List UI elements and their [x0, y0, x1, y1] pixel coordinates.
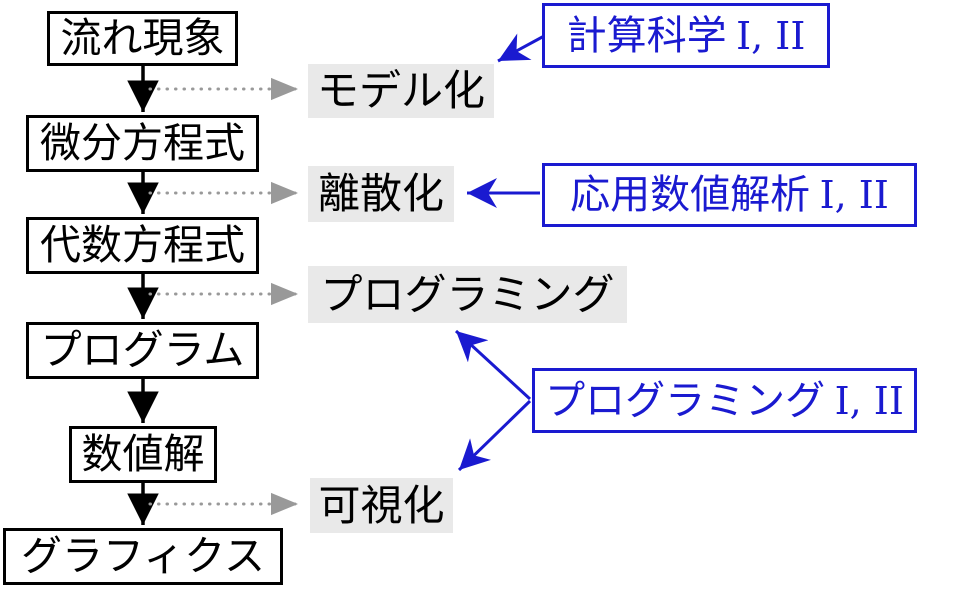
- stage-label: グラフィクス: [21, 532, 265, 580]
- course-numerals: I, II: [736, 13, 806, 58]
- process-label-text: プログラミング: [320, 269, 615, 319]
- process-programming: プログラミング: [308, 266, 627, 323]
- course-numerals: I, II: [834, 378, 904, 423]
- stage-numerical-solution: 数値解: [69, 426, 217, 483]
- stage-flow-phenomenon: 流れ現象: [47, 11, 238, 66]
- stage-label: 微分方程式: [40, 119, 245, 167]
- stage-label: 数値解: [81, 430, 205, 478]
- course-arrow-prog-up: [454, 329, 532, 401]
- process-discretization: 離散化: [308, 166, 454, 222]
- process-label-text: 離散化: [317, 169, 444, 218]
- course-arrow-comp-science: [497, 33, 547, 63]
- course-numerals: I, II: [819, 173, 889, 217]
- process-visualization: 可視化: [310, 478, 453, 533]
- stage-label: 流れ現象: [60, 14, 225, 62]
- course-computational-science: 計算科学 I, II: [542, 3, 830, 68]
- stage-label: 代数方程式: [40, 221, 245, 269]
- process-modeling: モデル化: [308, 64, 494, 118]
- stage-graphics: グラフィクス: [3, 528, 283, 585]
- stage-differential-equations: 微分方程式: [26, 115, 259, 172]
- course-name: プログラミング: [545, 377, 826, 424]
- process-label-text: モデル化: [316, 66, 485, 115]
- course-arrow-prog-down: [457, 399, 532, 472]
- course-name: 応用数値解析: [570, 172, 811, 218]
- process-label-text: 可視化: [318, 480, 445, 530]
- course-programming: プログラミング I, II: [532, 368, 917, 433]
- course-name: 計算科学: [566, 12, 727, 59]
- stage-algebraic-equations: 代数方程式: [26, 217, 259, 274]
- stage-label: プログラム: [40, 326, 245, 374]
- course-applied-numerical-analysis: 応用数値解析 I, II: [542, 163, 917, 227]
- stage-program: プログラム: [26, 322, 259, 379]
